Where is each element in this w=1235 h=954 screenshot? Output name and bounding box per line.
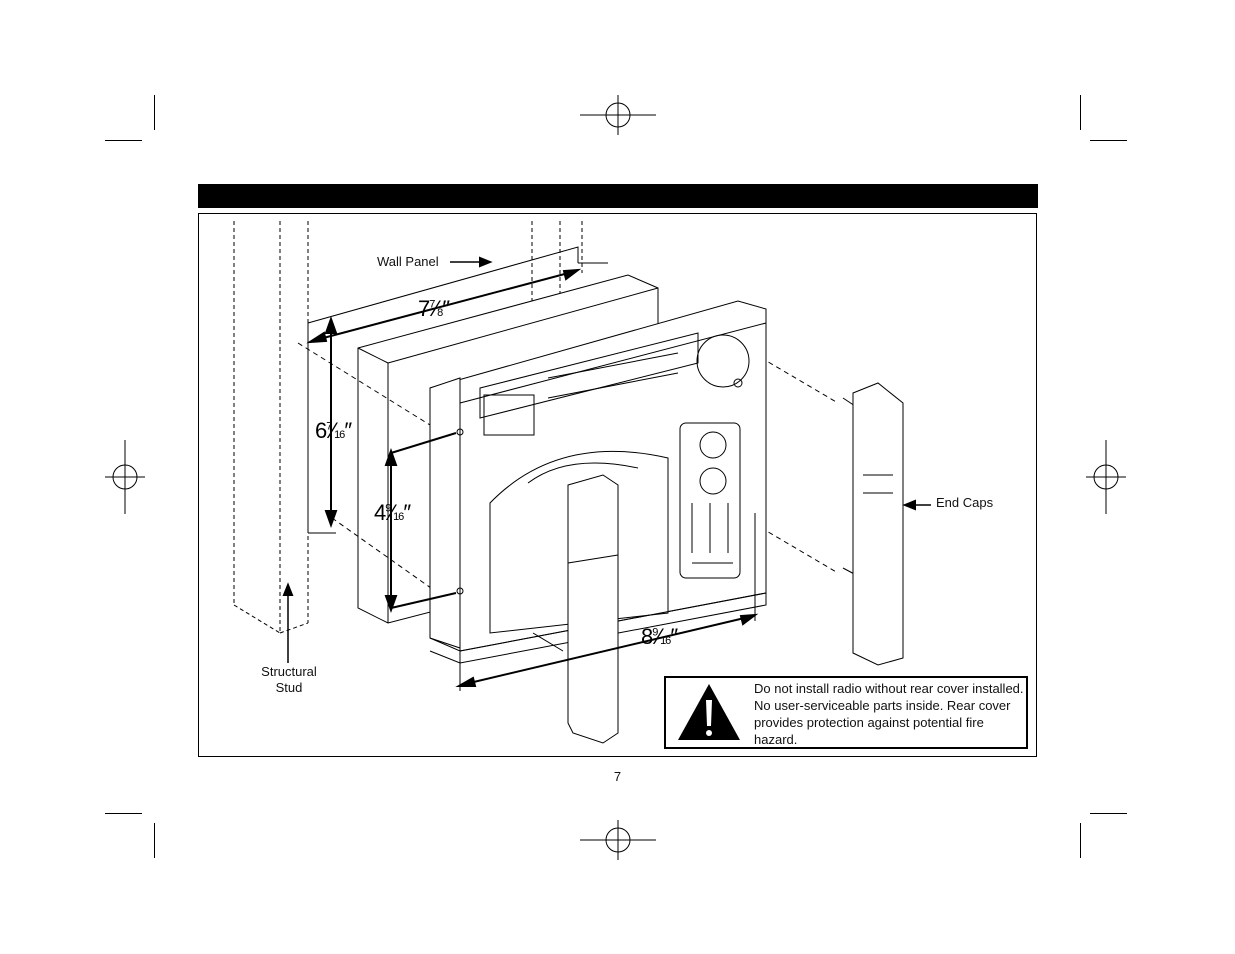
dimension-width-top-num: 7 xyxy=(429,298,435,311)
wall-panel-label: Wall Panel xyxy=(377,254,439,269)
structural-stud-label-line1: Structural xyxy=(261,664,317,679)
dimension-height-inner: 49⁄16″ xyxy=(374,500,411,525)
wall-panel xyxy=(307,246,608,534)
dimension-height-left-num: 7 xyxy=(326,420,332,433)
illustration-frame xyxy=(198,213,1037,757)
installation-diagram xyxy=(233,221,931,744)
dimension-width-bottom-den: 16 xyxy=(660,635,671,647)
structural-stud-label-line2: Stud xyxy=(275,680,303,695)
dimension-height-inner-whole: 4 xyxy=(374,500,386,525)
structural-stud-label: Structural Stud xyxy=(258,664,320,696)
dimension-width-top: 77⁄8″ xyxy=(418,296,450,321)
page-number: 7 xyxy=(613,769,622,784)
dimension-width-bottom: 89⁄16″ xyxy=(641,624,678,649)
dimension-width-bottom-whole: 8 xyxy=(641,624,653,649)
end-caps-label: End Caps xyxy=(936,495,994,510)
dimension-height-left-whole: 6 xyxy=(315,418,327,443)
dimension-height-left-den: 16 xyxy=(334,429,345,441)
warning-text: Do not install radio without rear cover … xyxy=(754,681,1024,747)
dimension-width-top-whole: 7 xyxy=(418,296,430,321)
exclamation-triangle-icon xyxy=(678,684,740,740)
structural-stud xyxy=(233,221,583,634)
dimension-height-inner-num: 9 xyxy=(385,502,391,515)
dimension-height-inner-den: 16 xyxy=(393,511,404,523)
dimension-width-bottom-num: 9 xyxy=(652,626,658,639)
dimension-height-left: 67⁄16″ xyxy=(315,418,352,443)
warning-box: Do not install radio without rear cover … xyxy=(664,676,1028,749)
dimension-width-top-den: 8 xyxy=(437,307,443,319)
section-title-bar xyxy=(198,184,1038,208)
